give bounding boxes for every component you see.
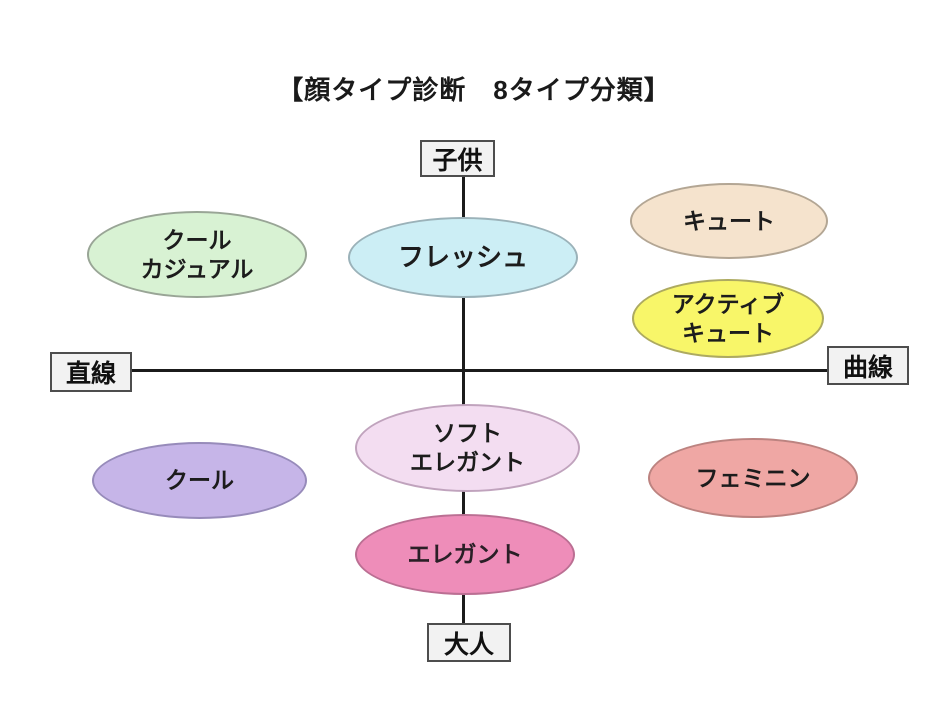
node-elegant: エレガント <box>355 514 575 595</box>
node-soft-elegant: ソフト エレガント <box>355 404 580 492</box>
diagram-title: 【顔タイプ診断 8タイプ分類】 <box>277 75 671 105</box>
axis-label-straight: 直線 <box>50 352 132 392</box>
node-feminine: フェミニン <box>648 438 858 518</box>
node-elegant-label: エレガント <box>407 541 523 568</box>
horizontal-axis-line <box>132 369 827 372</box>
node-cute: キュート <box>630 183 828 259</box>
axis-label-adult: 大人 <box>427 623 511 662</box>
axis-label-child: 子供 <box>420 140 495 177</box>
node-fresh: フレッシュ <box>348 217 578 298</box>
node-cool-casual: クール カジュアル <box>87 211 307 298</box>
node-cool-label: クール <box>165 467 234 494</box>
node-active-cute-label: アクティブ キュート <box>671 290 785 346</box>
node-fresh-label: フレッシュ <box>397 242 528 273</box>
node-cool-casual-label: クール カジュアル <box>140 226 254 282</box>
node-active-cute: アクティブ キュート <box>632 279 824 358</box>
node-cute-label: キュート <box>683 207 775 234</box>
node-soft-elegant-label: ソフト エレガント <box>410 420 525 475</box>
node-cool: クール <box>92 442 307 519</box>
vertical-axis-line <box>462 176 465 624</box>
node-feminine-label: フェミニン <box>695 464 811 491</box>
axis-label-curve: 曲線 <box>827 346 909 385</box>
